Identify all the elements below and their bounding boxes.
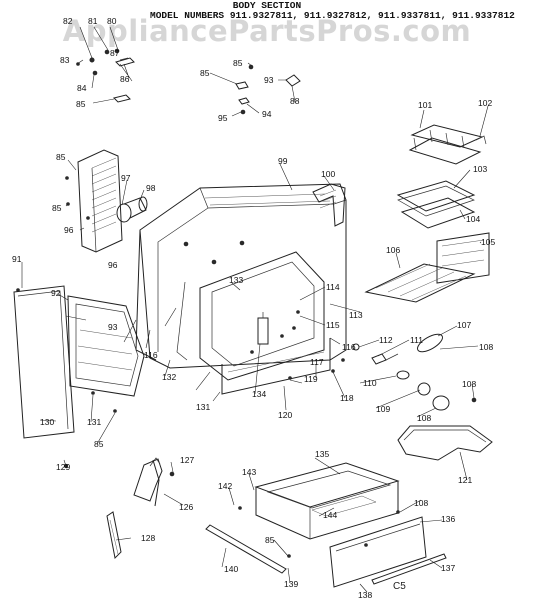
- callout-98: 98: [146, 183, 156, 193]
- callout-118: 117: [310, 357, 324, 367]
- callout-113: 112: [379, 335, 393, 345]
- diagram-code: C5: [393, 581, 406, 592]
- callout-92: 96: [64, 225, 74, 235]
- callout-112: 111: [410, 335, 423, 345]
- callout-102: 102: [478, 98, 492, 108]
- oven-liner: [176, 251, 331, 395]
- callout-127: 127: [180, 455, 194, 465]
- callout-labels: 82 81 80 83 87 84 85 86 85 93 88 85 94 9…: [12, 16, 495, 600]
- hinge-hardware-top-center: [235, 64, 301, 115]
- callout-106: 106: [386, 245, 400, 255]
- callout-94: 92: [51, 288, 61, 298]
- callout-136: 135: [315, 449, 329, 459]
- callout-81: 81: [88, 16, 98, 26]
- callout-85-f: 85: [94, 439, 104, 449]
- callout-103: 103: [473, 164, 487, 174]
- callout-108-a: 108: [479, 342, 493, 352]
- drawer-panel: [329, 510, 447, 588]
- callout-128: 128: [141, 533, 155, 543]
- callout-133: 132: [162, 372, 176, 382]
- callout-96: 96: [108, 260, 118, 270]
- callout-90: 94: [262, 109, 272, 119]
- diagram-title: BODY SECTION: [232, 0, 302, 11]
- leader-lines: [21, 26, 489, 593]
- callout-138: 137: [441, 563, 455, 573]
- callout-132: 131: [196, 402, 210, 412]
- callout-85-g: 85: [265, 535, 275, 545]
- callout-137: 136: [441, 514, 455, 524]
- callout-80: 80: [107, 16, 117, 26]
- fasteners: [16, 176, 117, 469]
- callout-91: 95: [218, 113, 228, 123]
- callout-99: 99: [278, 156, 288, 166]
- callout-105: 105: [481, 237, 495, 247]
- callout-121: 120: [278, 410, 292, 420]
- callout-86: 86: [120, 74, 130, 84]
- callout-129: 129: [56, 462, 70, 472]
- callout-88: 88: [290, 96, 300, 106]
- callout-85-e: 85: [52, 203, 62, 213]
- callout-116-a: 115: [326, 320, 340, 330]
- callout-82: 82: [63, 16, 73, 26]
- callout-135: 134: [252, 389, 266, 399]
- oven-door: [13, 285, 145, 439]
- storage-drawer: [254, 462, 400, 540]
- callout-85-a: 85: [76, 99, 86, 109]
- bottom-trim: [205, 506, 291, 574]
- callout-126: 126: [179, 502, 193, 512]
- callout-117: 116: [342, 342, 356, 352]
- callout-93: 91: [12, 254, 22, 264]
- callout-131: 131: [87, 417, 101, 427]
- lamp-socket: [116, 196, 148, 223]
- callout-120: 119: [304, 374, 318, 384]
- callout-84: 84: [77, 83, 87, 93]
- callout-144: 144: [323, 510, 337, 520]
- callout-142: 142: [218, 481, 232, 491]
- callout-122: 121: [458, 475, 472, 485]
- callout-100: 100: [321, 169, 335, 179]
- callout-134: 133: [229, 275, 243, 285]
- callout-114: 113: [349, 310, 363, 320]
- model-numbers: MODEL NUMBERS 911.9327811, 911.9327812, …: [150, 10, 515, 21]
- callout-130: 130: [40, 417, 54, 427]
- callout-83: 83: [60, 55, 70, 65]
- callout-97: 97: [121, 173, 131, 183]
- callout-87: 87: [110, 48, 120, 58]
- door-hinges: [106, 457, 175, 560]
- callout-108-b: 108: [462, 379, 476, 389]
- callout-141: 140: [224, 564, 238, 574]
- callout-119: 118: [340, 393, 354, 403]
- callout-107: 107: [457, 320, 471, 330]
- heating-elements-and-racks: [364, 124, 490, 303]
- callout-143: 143: [242, 467, 256, 477]
- oven-vent: [312, 183, 346, 227]
- bake-element: [397, 425, 493, 461]
- callout-110: 109: [376, 404, 390, 414]
- callout-89: 93: [264, 75, 274, 85]
- callout-111: 110: [363, 378, 377, 388]
- callout-95: 93: [108, 322, 118, 332]
- callout-109: 108: [417, 413, 431, 423]
- callout-85-b: 85: [233, 58, 243, 68]
- callout-85-d: 85: [56, 152, 66, 162]
- callout-115: 114: [326, 282, 340, 292]
- callout-101: 101: [418, 100, 432, 110]
- callout-116-b: 116: [144, 350, 158, 360]
- side-panel-left: [77, 149, 123, 253]
- callout-104: 104: [466, 214, 480, 224]
- callout-108-c: 108: [414, 498, 428, 508]
- callout-139: 138: [358, 590, 372, 600]
- callout-85-c: 85: [200, 68, 210, 78]
- callout-140: 139: [284, 579, 298, 589]
